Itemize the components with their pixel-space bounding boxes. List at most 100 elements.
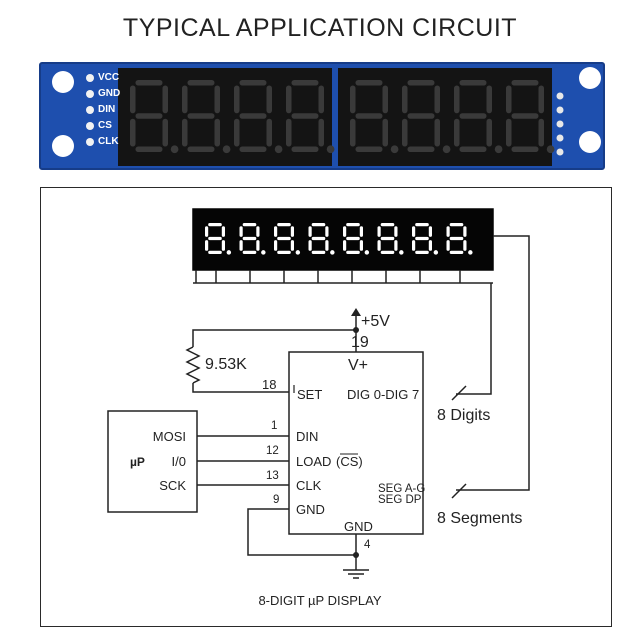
- segment-g: [208, 236, 222, 241]
- pin-number-vplus: 19: [351, 334, 369, 351]
- segment-dp: [433, 250, 439, 255]
- segment-g: [291, 113, 319, 119]
- segment-a: [187, 80, 215, 86]
- mounting-hole: [52, 135, 74, 157]
- segment-c: [221, 240, 225, 251]
- segment-e: [350, 118, 356, 147]
- ground-symbol: [343, 569, 369, 579]
- segment-b: [538, 85, 544, 114]
- header-pin-dot: [86, 138, 94, 146]
- segment-b: [214, 85, 220, 114]
- led-display-body: [192, 208, 494, 271]
- seven-segment-digit: [377, 223, 404, 255]
- segment-f: [182, 85, 188, 114]
- seven-segment-digit: [350, 80, 399, 154]
- segment-f: [506, 85, 512, 114]
- header-pin-dot: [86, 122, 94, 130]
- segment-b: [394, 226, 398, 237]
- segment-d: [459, 146, 487, 152]
- resistor-zigzag: [185, 346, 201, 384]
- schematic-frame: [40, 187, 612, 627]
- mounting-hole: [52, 71, 74, 93]
- segment-c: [214, 118, 220, 147]
- segment-c: [256, 240, 260, 251]
- segment-dp: [170, 145, 179, 154]
- resistor-label: 9.53K: [205, 356, 247, 373]
- supply-label: +5V: [361, 313, 390, 330]
- supply-node: [353, 327, 359, 333]
- segment-a: [291, 80, 319, 86]
- segment-dp: [222, 145, 231, 154]
- segment-c: [318, 118, 324, 147]
- segment-dp: [494, 145, 503, 154]
- segment-c: [290, 240, 294, 251]
- digit-bus-wire: [456, 283, 492, 395]
- segment-a: [407, 80, 435, 86]
- seven-segment-digit: [412, 223, 439, 255]
- segment-e: [402, 118, 408, 147]
- segment-a: [459, 80, 487, 86]
- segment-g: [277, 236, 291, 241]
- segment-d: [511, 146, 539, 152]
- segment-e: [182, 118, 188, 147]
- segment-dp: [442, 145, 451, 154]
- segment-a: [239, 80, 267, 86]
- led-module-board: [39, 62, 605, 170]
- header-pin-dot: [86, 90, 94, 98]
- segment-d: [415, 250, 429, 254]
- chip-load-label: LOAD: [296, 454, 332, 469]
- board-pin-label-cs: CS: [98, 120, 112, 131]
- seven-segment-digit: [446, 223, 473, 255]
- segment-b: [486, 85, 492, 114]
- segment-a: [277, 223, 291, 227]
- segment-dp: [274, 145, 283, 154]
- segment-g: [242, 236, 257, 241]
- header-pin-dot: [86, 106, 94, 114]
- segment-f: [308, 226, 312, 237]
- segment-b: [318, 85, 324, 114]
- segment-dp: [468, 250, 473, 255]
- segment-c: [266, 118, 272, 147]
- segment-e: [343, 240, 347, 251]
- segment-d: [277, 250, 291, 254]
- segment-c: [162, 118, 168, 147]
- chip-cs-note: (CS): [336, 454, 363, 469]
- chip-gnd-in-label: GND: [296, 502, 325, 517]
- segment-a: [135, 80, 163, 86]
- segment-dp: [326, 145, 335, 154]
- segment-bus-wire: [456, 235, 530, 491]
- segment-e: [130, 118, 136, 147]
- chip-din-label: DIN: [296, 429, 319, 444]
- chip-clk-label: CLK: [296, 478, 322, 493]
- segment-e: [239, 240, 243, 251]
- pin-number-clk: 13: [266, 470, 279, 482]
- segment-e: [377, 240, 381, 251]
- segment-c: [538, 118, 544, 147]
- segment-f: [454, 85, 460, 114]
- page-title: TYPICAL APPLICATION CIRCUIT: [122, 14, 518, 42]
- segment-d: [346, 250, 360, 254]
- segment-e: [454, 118, 460, 147]
- segment-a: [346, 223, 360, 227]
- segment-a: [242, 223, 257, 227]
- segment-g: [346, 236, 360, 241]
- segment-c: [382, 118, 388, 147]
- mounting-hole: [579, 67, 601, 89]
- segment-b: [325, 226, 329, 237]
- segment-g: [449, 236, 464, 241]
- segment-g: [355, 113, 383, 119]
- segment-g: [380, 236, 395, 241]
- segment-d: [208, 250, 222, 254]
- pin-number-load: 12: [266, 445, 279, 457]
- board-pin-label-din: DIN: [98, 104, 116, 115]
- pin-number-gnd-in: 9: [273, 494, 280, 506]
- segment-e: [274, 240, 278, 251]
- segment-a: [208, 223, 222, 227]
- segment-f: [377, 226, 381, 237]
- chip-set-label: SET: [297, 387, 323, 402]
- segment-b: [256, 226, 260, 237]
- seven-segment-digit: [234, 80, 283, 154]
- segment-dp: [295, 250, 301, 255]
- segment-f: [446, 226, 450, 237]
